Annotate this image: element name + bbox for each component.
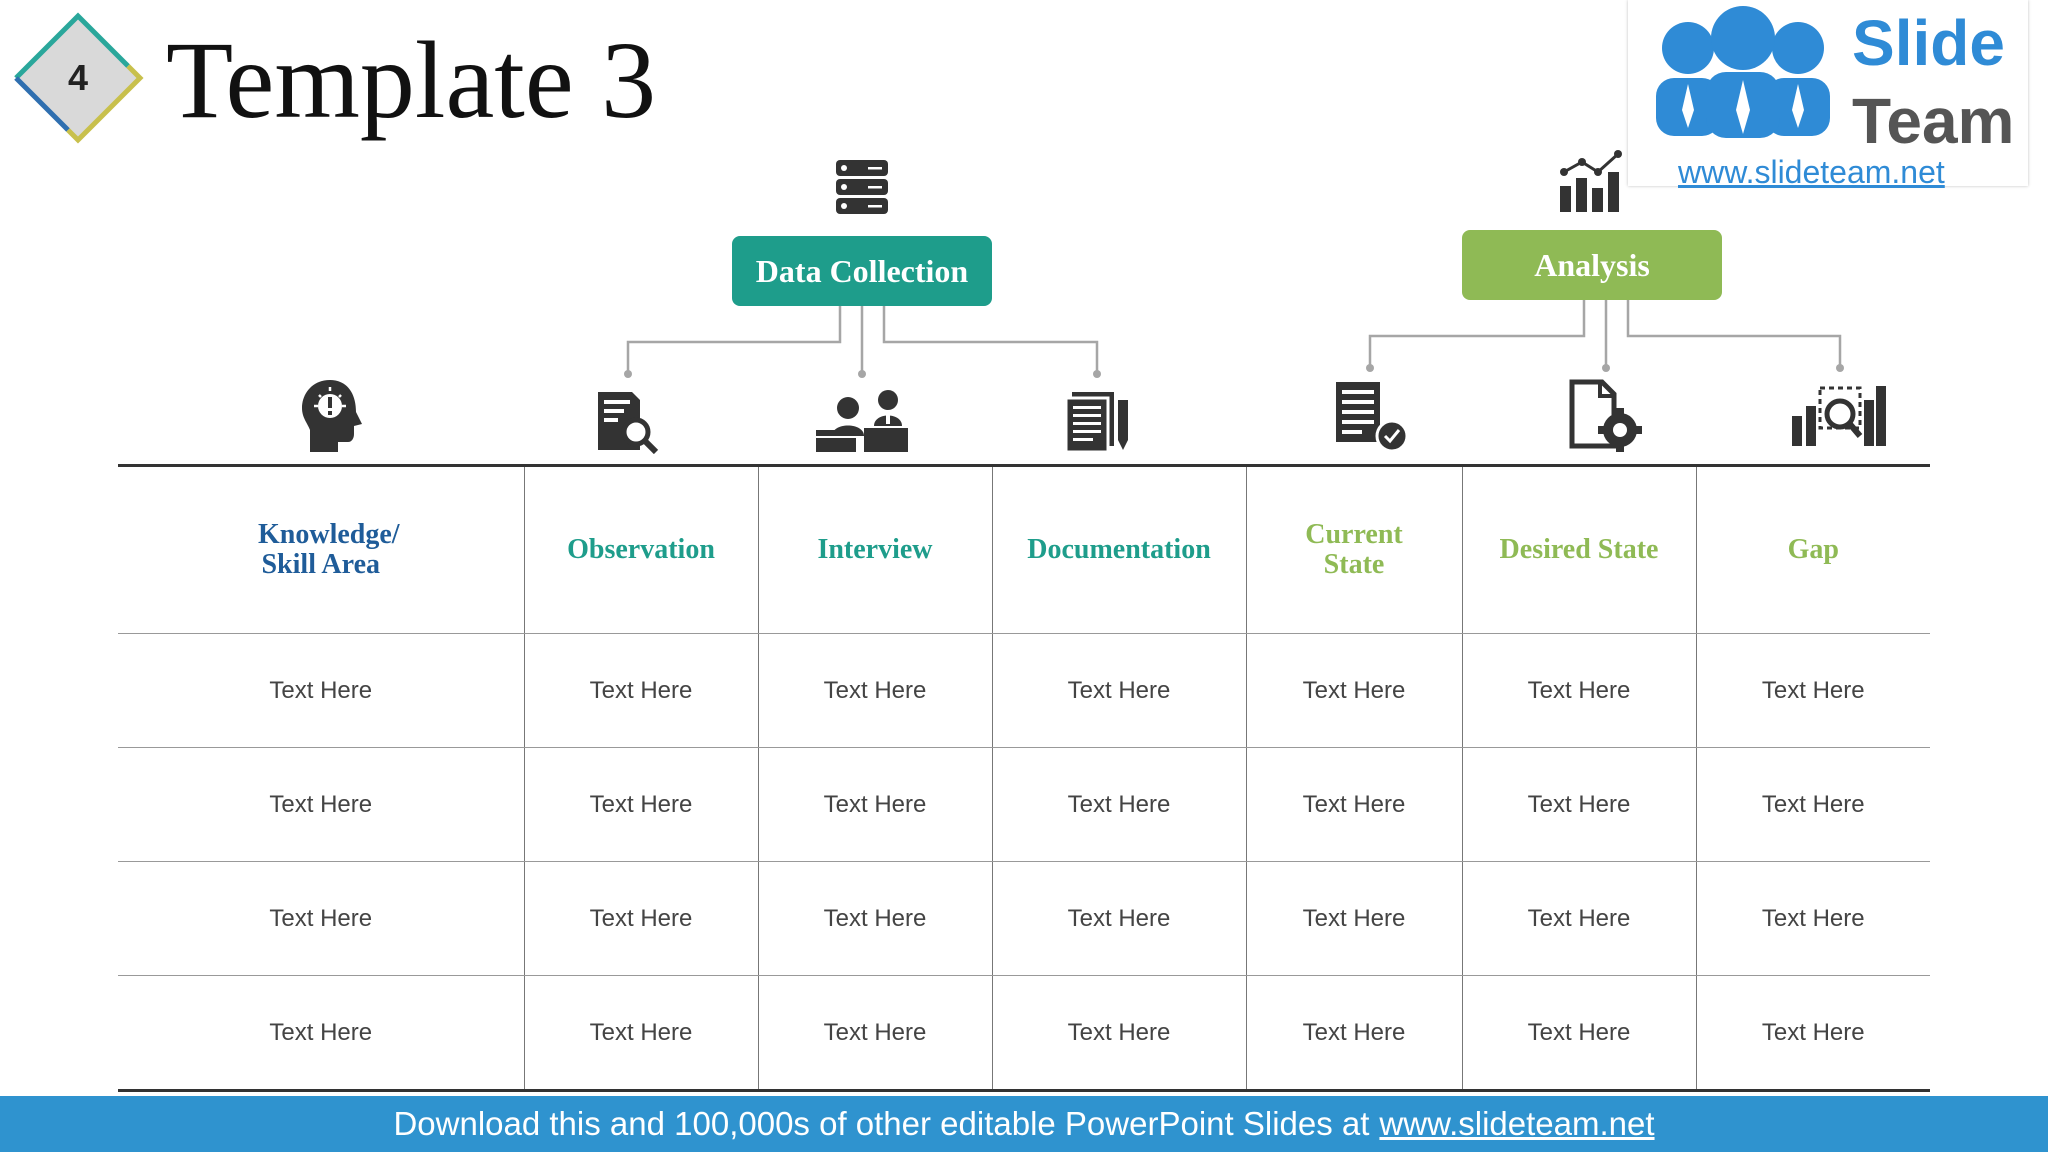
table-cell: Text Here xyxy=(523,633,759,748)
table-cell: Text Here xyxy=(1245,975,1463,1091)
table-cell: Text Here xyxy=(118,975,525,1091)
table-cell: Text Here xyxy=(1461,975,1697,1091)
header-gap: Gap xyxy=(1695,465,1930,634)
table-cell: Text Here xyxy=(991,861,1247,976)
table-cell: Text Here xyxy=(1245,861,1463,976)
table-cell: Text Here xyxy=(991,747,1247,862)
header-knowledge-skill-area: Knowledge/ Skill Area xyxy=(118,465,525,634)
checklist-icon xyxy=(1336,382,1409,452)
table-cell: Text Here xyxy=(1245,633,1463,748)
table-cell: Text Here xyxy=(523,861,759,976)
data-collection-box: Data Collection xyxy=(732,236,992,306)
header-current-state: Current State xyxy=(1245,465,1463,634)
slideteam-logo[interactable]: Slide Team www.slideteam.net xyxy=(1628,0,2028,190)
diamond-shape xyxy=(14,12,144,144)
table-cell: Text Here xyxy=(1695,633,1930,748)
header-interview: Interview xyxy=(757,465,993,634)
bar-chart-icon xyxy=(1560,150,1622,212)
table-cell: Text Here xyxy=(1461,633,1697,748)
table-cell: Text Here xyxy=(1461,861,1697,976)
table-cell: Text Here xyxy=(991,975,1247,1091)
table-cell: Text Here xyxy=(1245,747,1463,862)
table-cell: Text Here xyxy=(1695,861,1930,976)
table-row: Text Here Text Here Text Here Text Here … xyxy=(118,975,1930,1091)
slide-number-badge: 4 xyxy=(8,8,148,148)
table-cell: Text Here xyxy=(1695,747,1930,862)
footer-banner: Download this and 100,000s of other edit… xyxy=(0,1096,2048,1152)
table-cell: Text Here xyxy=(523,975,759,1091)
interview-icon xyxy=(816,390,908,452)
connector-lines xyxy=(624,300,1844,378)
table-cell: Text Here xyxy=(1461,747,1697,862)
document-search-icon xyxy=(598,392,659,454)
header-documentation: Documentation xyxy=(991,465,1247,634)
slide-number: 4 xyxy=(67,57,89,98)
documents-icon xyxy=(1064,392,1128,454)
table-cell: Text Here xyxy=(757,747,993,862)
table-cell: Text Here xyxy=(118,861,525,976)
table-cell: Text Here xyxy=(757,633,993,748)
footer-text: Download this and 100,000s of other edit… xyxy=(393,1105,1370,1142)
footer-link[interactable]: www.slideteam.net xyxy=(1379,1105,1655,1142)
table-cell: Text Here xyxy=(523,747,759,862)
logo-url-link[interactable]: www.slideteam.net xyxy=(1678,154,1945,190)
page-title: Template 3 xyxy=(166,19,657,141)
header-desired-state: Desired State xyxy=(1461,465,1697,634)
table-cell: Text Here xyxy=(991,633,1247,748)
people-logo-icon xyxy=(1656,6,1830,138)
table-cell: Text Here xyxy=(118,633,525,748)
table-cell: Text Here xyxy=(1695,975,1930,1091)
logo-word-team: Team xyxy=(1852,85,2015,157)
head-idea-icon xyxy=(302,380,362,452)
table-cell: Text Here xyxy=(118,747,525,862)
table-row: Text Here Text Here Text Here Text Here … xyxy=(118,633,1930,748)
gap-analysis-table: Knowledge/ Skill Area Observation Interv… xyxy=(118,464,1930,1092)
server-icon xyxy=(836,160,888,214)
table-row: Text Here Text Here Text Here Text Here … xyxy=(118,747,1930,862)
table-row: Text Here Text Here Text Here Text Here … xyxy=(118,861,1930,976)
table-header-row: Knowledge/ Skill Area Observation Interv… xyxy=(118,465,1930,634)
gap-analysis-icon xyxy=(1792,386,1886,446)
file-gear-icon xyxy=(1569,379,1642,452)
logo-word-slide: Slide xyxy=(1852,7,2005,79)
table-cell: Text Here xyxy=(757,975,993,1091)
header-observation: Observation xyxy=(523,465,759,634)
analysis-box: Analysis xyxy=(1462,230,1722,300)
table-cell: Text Here xyxy=(757,861,993,976)
